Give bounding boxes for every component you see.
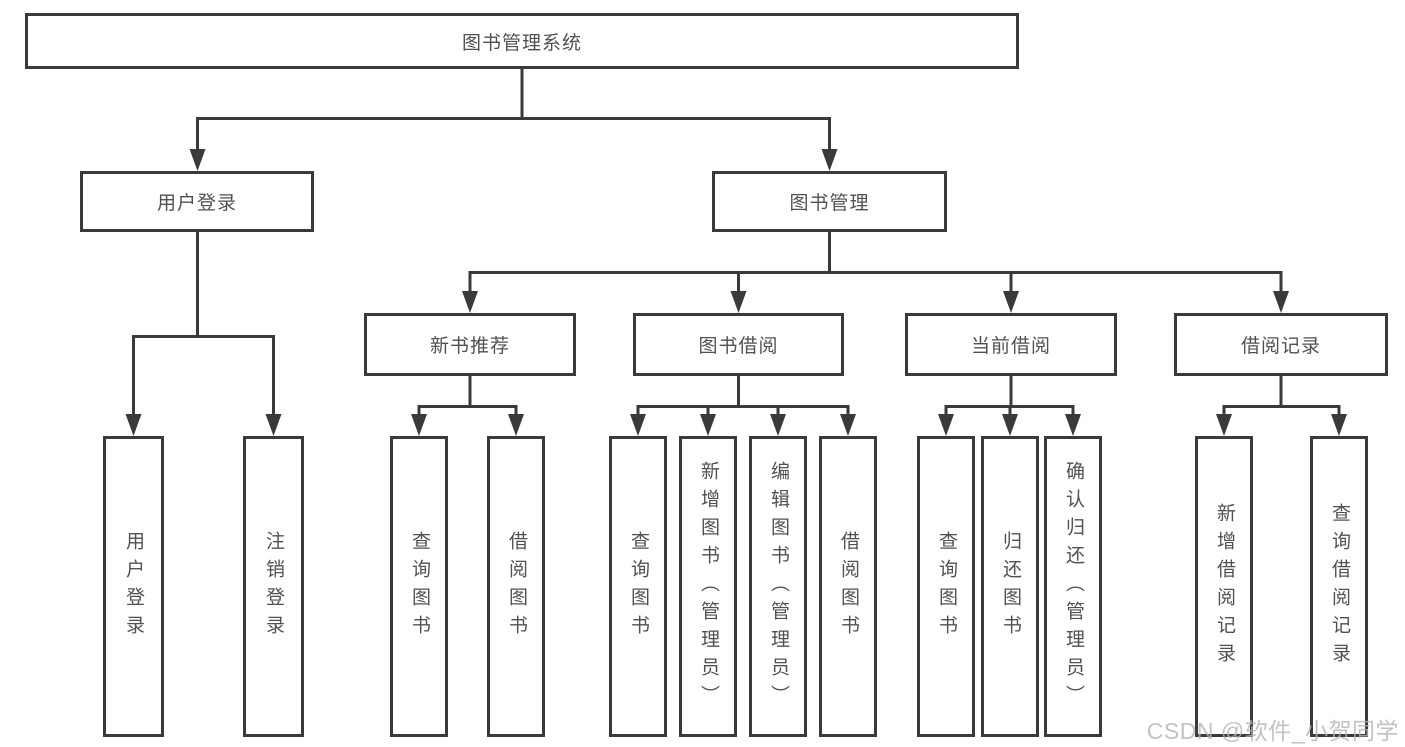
arrowhead-icons bbox=[125, 149, 1347, 436]
leaf-logout-login: 注销登录 bbox=[243, 436, 304, 737]
user-login-split-line bbox=[132, 232, 275, 415]
leaf-record-add-borrow-record: 新增借阅记录 bbox=[1195, 436, 1253, 737]
new-book-split-line bbox=[417, 376, 518, 415]
book-borrow-split-line bbox=[636, 376, 850, 415]
node-book-management: 图书管理 bbox=[712, 171, 947, 232]
node-book-borrow: 图书借阅 bbox=[633, 313, 844, 376]
leaf-borrow-add-books-admin: 新增图书（管理员） bbox=[679, 436, 737, 737]
borrow-records-split-line bbox=[1222, 376, 1341, 415]
leaf-newbook-borrow-books: 借阅图书 bbox=[487, 436, 545, 737]
node-user-login: 用户登录 bbox=[80, 171, 314, 232]
node-library-management-system: 图书管理系统 bbox=[25, 13, 1019, 69]
leaf-current-query-books: 查询图书 bbox=[917, 436, 975, 737]
current-borrow-split-line bbox=[944, 376, 1075, 415]
node-borrow-records: 借阅记录 bbox=[1174, 313, 1388, 376]
leaf-borrow-query-books: 查询图书 bbox=[609, 436, 667, 737]
leaf-newbook-query-books: 查询图书 bbox=[390, 436, 448, 737]
leaf-current-return-books: 归还图书 bbox=[981, 436, 1039, 737]
node-new-book-recommend: 新书推荐 bbox=[364, 313, 576, 376]
leaf-user-login: 用户登录 bbox=[103, 436, 164, 737]
root-split-line bbox=[196, 68, 831, 150]
leaf-record-query-borrow-record: 查询借阅记录 bbox=[1310, 436, 1368, 737]
node-current-borrow: 当前借阅 bbox=[905, 313, 1117, 376]
book-management-split-line bbox=[468, 232, 1283, 292]
leaf-borrow-borrow-books: 借阅图书 bbox=[819, 436, 877, 737]
watermark-csdn: CSDN @软件_小贺同学 bbox=[1146, 718, 1399, 744]
leaf-current-confirm-return-admin: 确认归还（管理员） bbox=[1044, 436, 1102, 737]
leaf-borrow-edit-books-admin: 编辑图书（管理员） bbox=[749, 436, 807, 737]
